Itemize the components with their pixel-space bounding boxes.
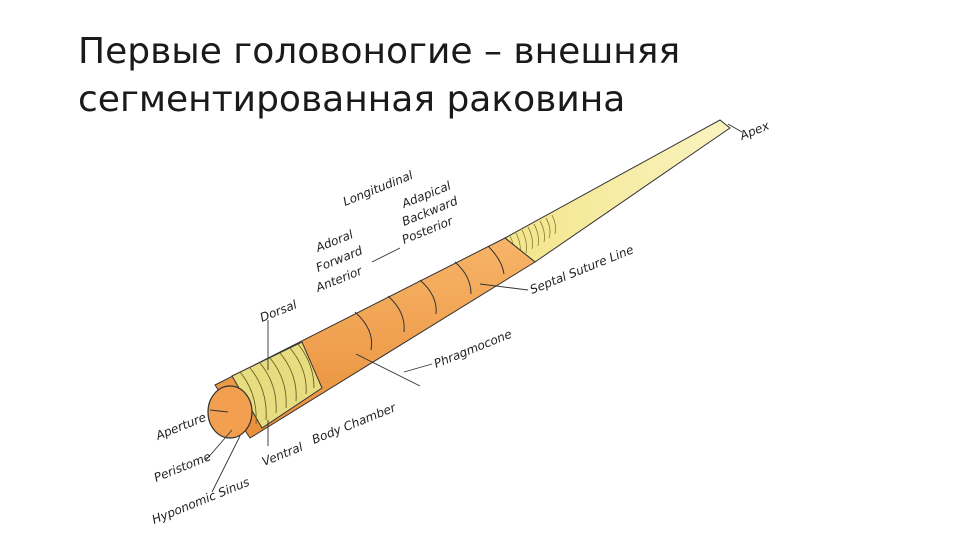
leader-lines (205, 123, 743, 493)
label-dorsal: Dorsal (258, 297, 300, 325)
label-aperture: Aperture (153, 410, 208, 443)
slide-title: Первые головоногие – внешняя сегментиров… (78, 28, 898, 124)
label-body-chamber: Body Chamber (310, 400, 399, 447)
septal-sutures (354, 245, 505, 351)
slide-title-line-1: Первые головоногие – внешняя (78, 31, 681, 72)
label-peristome: Peristome (152, 449, 213, 485)
label-apex: Apex (737, 118, 772, 143)
slide-title-line-2: сегментированная раковина (78, 79, 626, 120)
label-hyponomic-sinus: Hyponomic Sinus (150, 475, 252, 527)
label-ventral: Ventral (260, 440, 306, 469)
label-phragmocone: Phragmocone (432, 327, 514, 371)
aperture-opening (207, 385, 253, 439)
